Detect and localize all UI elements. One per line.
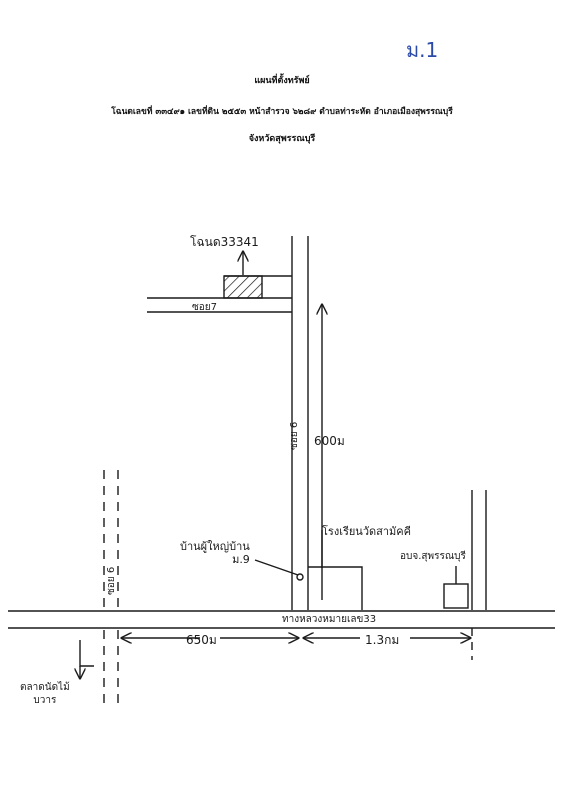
village-head-pointer xyxy=(254,559,299,576)
distance-650-label: 650ม xyxy=(186,633,217,647)
school-label: โรงเรียนวัดสามัคคี xyxy=(322,525,411,538)
main-road-label: ซอย 6 xyxy=(289,421,300,450)
distance-1-3-label: 1.3กม xyxy=(365,633,400,647)
soi7-label: ซอย7 xyxy=(192,302,218,313)
market-pointer xyxy=(79,640,94,667)
highway-label: ทางหลวงหมายเลข33 xyxy=(282,614,377,625)
deed-label: โฉนด33341 xyxy=(190,235,259,249)
page-mark: ม.1 xyxy=(406,38,439,62)
obt-label: อบจ.สุพรรณบุรี xyxy=(400,551,466,562)
province-line: จังหวัดสุพรรณบุรี xyxy=(248,134,316,144)
village-head-label: บ้านผู้ใหญ่บ้าน ม.9 xyxy=(180,540,250,566)
school-outline xyxy=(308,566,363,610)
deed-plot xyxy=(223,275,263,299)
left-soi-label: ซอย 6 xyxy=(106,566,117,595)
deed-details: โฉนดเลขที่ ๓๓๔๙๑ เลขที่ดิน ๒๕๕๓ หน้าสำรว… xyxy=(111,107,453,117)
obt-office xyxy=(443,583,469,609)
distance-600-label: 600ม xyxy=(314,434,345,448)
village-head-house-marker xyxy=(296,573,304,581)
market-label: ตลาดนัดไม้ บวาร xyxy=(20,682,70,706)
map-title: แผนที่ตั้งทรัพย์ xyxy=(254,76,310,86)
